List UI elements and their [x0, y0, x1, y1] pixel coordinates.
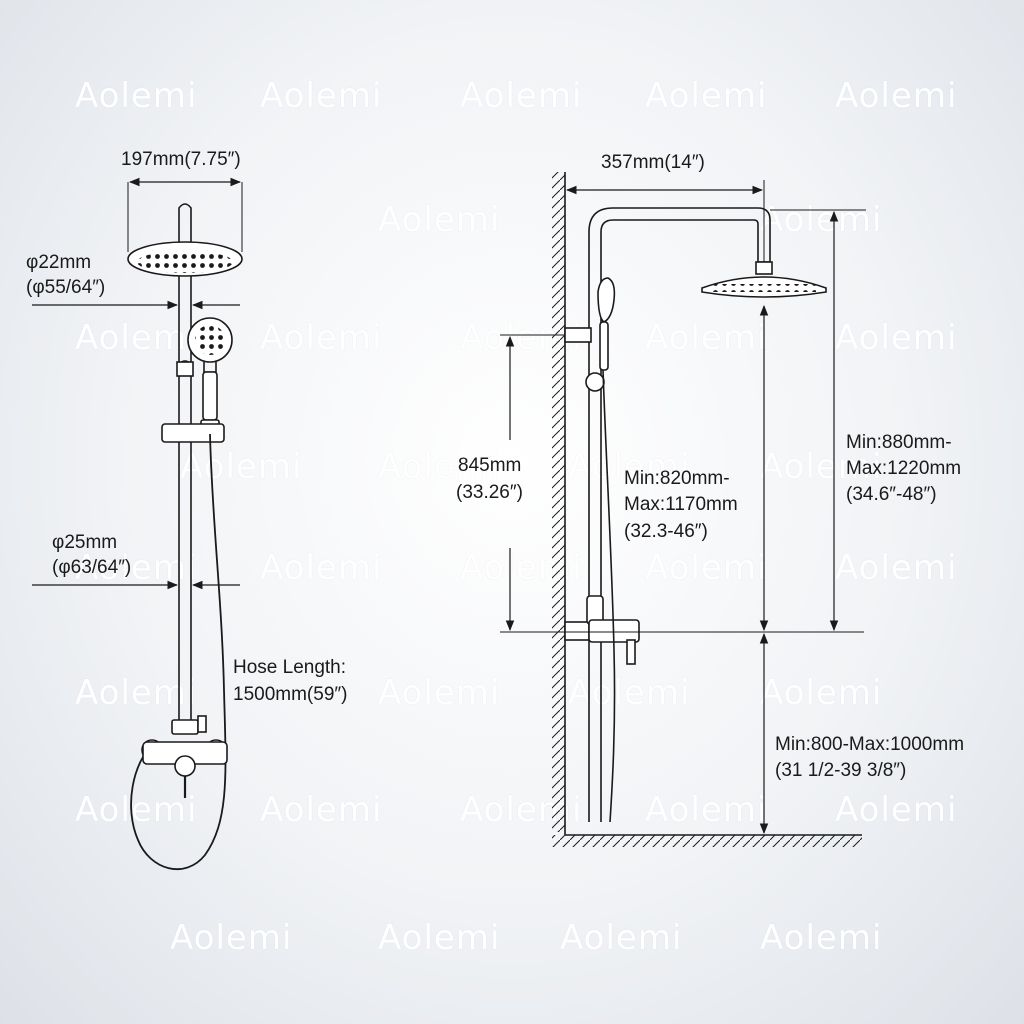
front-hose-length-label: Hose Length:	[233, 657, 347, 678]
side-hand-height-line-3: (32.3-46″)	[624, 521, 708, 542]
side-wall-bracket	[564, 327, 592, 343]
front-lower-pipe-diameter-in: (φ63/64″)	[52, 557, 132, 578]
side-valve-height-line-2: (31 1/2-39 3/8″)	[775, 760, 907, 781]
side-head-height-line-2: Max:1220mm	[846, 458, 962, 479]
side-valve-height-line-1: Min:800-Max:1000mm	[775, 734, 965, 755]
front-upper-pipe-diameter-in: (φ55/64″)	[26, 277, 106, 298]
front-shower-hose	[130, 433, 227, 871]
side-head-height-line-1: Min:880mm-	[846, 432, 952, 453]
side-mixer-valve	[564, 595, 640, 665]
front-head-width-label: 197mm(7.75″)	[121, 149, 241, 170]
side-hand-height-line-1: Min:820mm-	[624, 468, 730, 489]
front-wall-bracket	[176, 360, 194, 377]
front-hand-shower	[187, 317, 233, 435]
front-view	[32, 177, 243, 871]
side-arm-reach-label: 357mm(14″)	[601, 152, 705, 173]
side-floor-hatch	[552, 835, 862, 847]
side-hand-height-line-2: Max:1170mm	[624, 494, 738, 515]
side-head-height-line-3: (34.6″-48″)	[846, 484, 937, 505]
side-hand-shower	[597, 277, 616, 371]
front-slider-clamp	[161, 423, 225, 443]
side-wall-hatch	[552, 172, 565, 832]
front-upper-pipe-diameter-mm: φ22mm	[26, 252, 92, 273]
side-slide-range-mm: 845mm	[458, 455, 522, 476]
front-rain-shower-head	[127, 241, 243, 277]
side-shower-hose	[602, 369, 616, 823]
front-mixer-valve	[141, 739, 228, 798]
side-view	[500, 172, 866, 847]
front-diverter	[171, 715, 207, 735]
side-rain-shower-head	[701, 261, 827, 298]
side-slide-range-in: (33.26″)	[456, 482, 523, 503]
front-lower-pipe-diameter-mm: φ25mm	[52, 532, 118, 553]
side-slider	[585, 372, 605, 392]
front-top-pipe-cap	[178, 203, 192, 246]
front-hose-length-value: 1500mm(59″)	[233, 684, 348, 705]
